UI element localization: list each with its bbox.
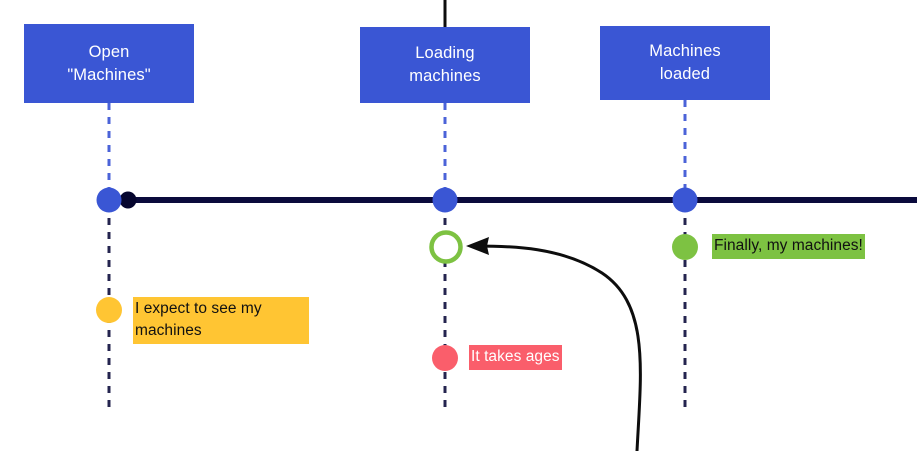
timeline-node-open-machines[interactable] bbox=[96, 187, 122, 213]
arrowhead-icon bbox=[466, 237, 489, 255]
stage-box-open-machines[interactable]: Open "Machines" bbox=[24, 24, 194, 103]
stage-box-open-machines-label: Open "Machines" bbox=[67, 42, 151, 84]
annotation-takes-ages-text: It takes ages bbox=[469, 345, 562, 370]
amber-sentiment-dot bbox=[96, 297, 122, 323]
guide-lines-above bbox=[107, 100, 687, 196]
timeline-node-loading-machines[interactable] bbox=[432, 187, 458, 213]
annotation-takes-ages[interactable]: It takes ages bbox=[432, 345, 602, 371]
timeline-origin-dot bbox=[119, 191, 137, 209]
annotation-finally-machines[interactable]: Finally, my machines! bbox=[672, 234, 912, 260]
annotation-expect-machines-text: I expect to see my machines bbox=[133, 297, 309, 344]
timeline-node-machines-loaded[interactable] bbox=[672, 187, 698, 213]
green-sentiment-dot bbox=[672, 234, 698, 260]
stage-box-loading-machines-label: Loading machines bbox=[409, 44, 481, 85]
annotation-finally-machines-text: Finally, my machines! bbox=[712, 234, 865, 259]
stage-box-machines-loaded[interactable]: Machines loaded bbox=[600, 26, 770, 100]
curved-arrow-to-pain-point bbox=[466, 237, 642, 451]
stage-box-loading-machines[interactable]: Loading machines bbox=[360, 27, 530, 103]
red-sentiment-dot bbox=[432, 345, 458, 371]
stage-box-machines-loaded-label: Machines loaded bbox=[649, 42, 721, 83]
pain-point-hollow-marker[interactable] bbox=[429, 230, 463, 264]
annotation-expect-machines[interactable]: I expect to see my machines bbox=[96, 297, 311, 344]
